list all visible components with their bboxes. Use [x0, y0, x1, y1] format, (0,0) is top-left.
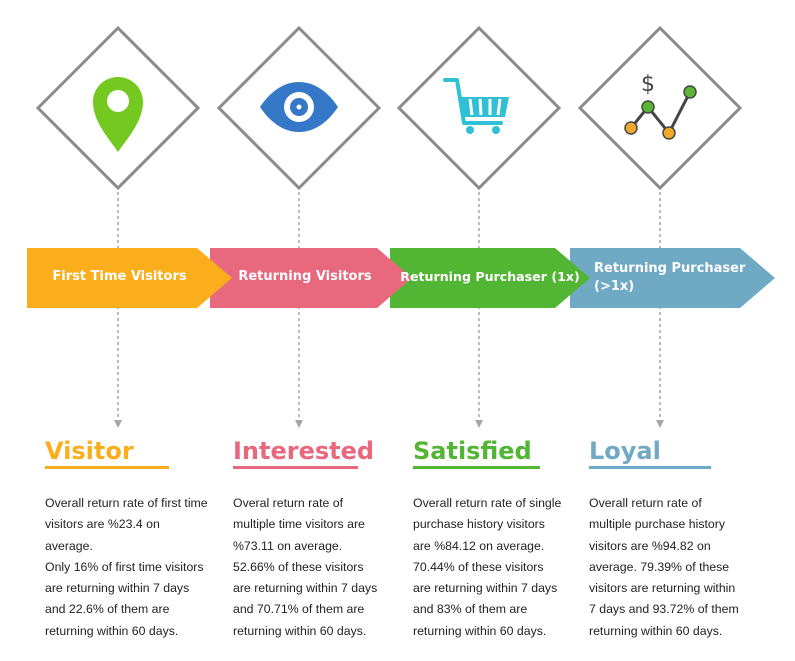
map-pin-icon	[93, 77, 143, 152]
stage-label-4-line2: (>1x)	[594, 279, 635, 294]
column-title-loyal: Loyal	[589, 437, 661, 465]
column-underline-interested	[233, 466, 358, 469]
column-text-loyal: Overall return rate of multiple purchase…	[589, 493, 769, 642]
column-visitor: Visitor Overall return rate of first tim…	[45, 436, 215, 642]
eye-icon	[260, 82, 338, 132]
column-line: visitors are %23.4 on	[45, 517, 160, 532]
column-line: 52.66% of these visitors	[233, 559, 364, 574]
stage-label-4: Returning Purchaser (>1x)	[594, 260, 754, 296]
column-line: returning within 60 days.	[45, 623, 179, 638]
column-line: visitors are returning within	[589, 581, 736, 596]
stage-label-2: Returning Visitors	[238, 269, 372, 284]
column-line: returning within 60 days.	[233, 623, 367, 638]
connector-arrowhead-2	[295, 420, 303, 428]
connector-arrowhead-4	[656, 420, 664, 428]
column-line: 70.44% of these visitors	[413, 559, 544, 574]
dollar-sign: $	[641, 72, 655, 97]
column-line: Overall return rate of first time	[45, 496, 208, 510]
connector-arrowhead-1	[114, 420, 122, 428]
dollar-chart-icon: $	[624, 72, 697, 140]
column-satisfied: Satisfied Overall return rate of single …	[413, 436, 578, 642]
stage-arrow-3	[390, 248, 590, 308]
column-line: and 70.71% of them are	[233, 602, 365, 617]
column-line: and 22.6% of them are	[45, 602, 170, 617]
column-title-satisfied: Satisfied	[413, 437, 532, 465]
diamonds	[35, 25, 743, 191]
column-interested: Interested Overal return rate of multipl…	[233, 436, 398, 642]
column-underline-visitor	[45, 466, 169, 469]
stage-arrow-2	[210, 248, 412, 308]
column-underline-satisfied	[413, 466, 540, 469]
column-line: Overall return rate of	[589, 496, 702, 510]
column-text-interested: Overal return rate of multiple time visi…	[233, 493, 398, 642]
column-line: are %84.12 on average.	[413, 538, 545, 553]
column-line: visitors are %94.82 on	[589, 538, 711, 553]
column-title-visitor: Visitor	[45, 437, 134, 465]
column-line: Overal return rate of	[233, 496, 344, 510]
stage-arrow-1	[27, 248, 232, 308]
stage-label-3: Returning Purchaser (1x)	[400, 269, 580, 284]
column-line: are returning within 7 days	[233, 581, 378, 596]
column-line: 7 days and 93.72% of them	[589, 602, 739, 617]
column-line: Overall return rate of single	[413, 496, 562, 510]
column-line: purchase history visitors	[413, 517, 545, 532]
column-line: are returning within 7 days	[413, 581, 558, 596]
stage-label-1: First Time Visitors	[52, 269, 187, 284]
column-line: %73.11 on average.	[233, 538, 343, 553]
stage-label-4-line1: Returning Purchaser	[594, 261, 746, 276]
column-text-visitor: Overall return rate of first time visito…	[45, 493, 215, 642]
shopping-cart-icon	[443, 78, 509, 134]
column-line: average. 79.39% of these	[589, 559, 730, 574]
diamond-4	[577, 25, 743, 191]
column-line: average.	[45, 538, 93, 553]
connector-arrowhead-3	[475, 420, 483, 428]
column-line: returning within 60 days.	[589, 623, 723, 638]
stage-arrows	[27, 248, 775, 308]
column-underline-loyal	[589, 466, 711, 469]
column-line: multiple purchase history	[589, 517, 726, 532]
column-line: returning within 60 days.	[413, 623, 547, 638]
column-title-interested: Interested	[233, 437, 375, 465]
connectors	[114, 192, 664, 428]
column-loyal: Loyal Overall return rate of multiple pu…	[589, 436, 769, 642]
column-line: are returning within 7 days	[45, 581, 190, 596]
column-line: multiple time visitors are	[233, 517, 365, 532]
column-line: Only 16% of first time visitors	[45, 559, 204, 574]
column-text-satisfied: Overall return rate of single purchase h…	[413, 493, 578, 642]
stage-arrow-4	[570, 248, 775, 308]
column-line: and 83% of them are	[413, 602, 528, 617]
